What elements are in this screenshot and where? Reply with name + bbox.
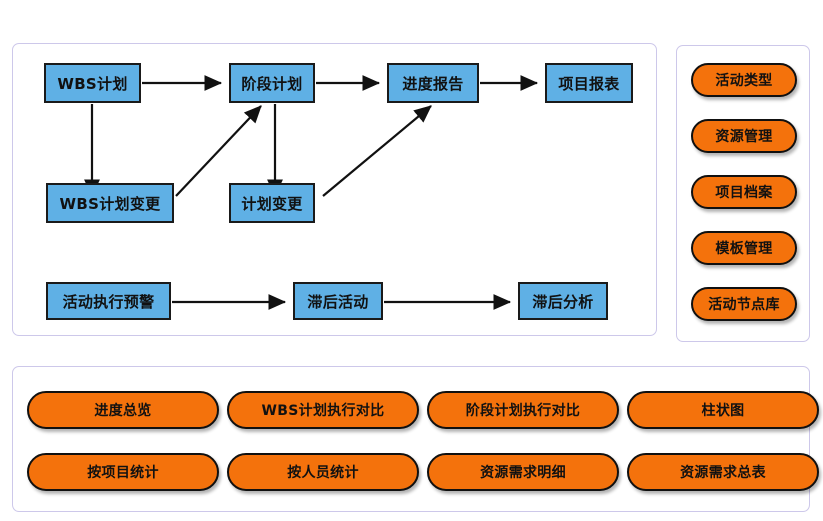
report-button-progress-overview[interactable]: 进度总览 — [27, 391, 219, 429]
flow-node-activity-warning[interactable]: 活动执行预警 — [46, 282, 171, 320]
report-button-resource-demand-summary[interactable]: 资源需求总表 — [627, 453, 819, 491]
flow-node-phase-plan[interactable]: 阶段计划 — [229, 63, 315, 103]
flow-diagram-panel: WBS计划 阶段计划 进度报告 项目报表 WBS计划变更 计划变更 活动执行预警… — [12, 43, 657, 336]
report-button-bar-chart[interactable]: 柱状图 — [627, 391, 819, 429]
flow-node-wbs-plan-change[interactable]: WBS计划变更 — [46, 183, 174, 223]
report-button-statistics-by-personnel[interactable]: 按人员统计 — [227, 453, 419, 491]
side-menu-panel: 活动类型 资源管理 项目档案 模板管理 活动节点库 — [676, 45, 810, 342]
edge-plan-change-to-progress-report — [322, 105, 432, 197]
report-button-resource-demand-details[interactable]: 资源需求明细 — [427, 453, 619, 491]
flow-node-wbs-plan[interactable]: WBS计划 — [44, 63, 141, 103]
report-button-statistics-by-project[interactable]: 按项目统计 — [27, 453, 219, 491]
side-button-template-management[interactable]: 模板管理 — [691, 231, 797, 265]
flow-node-lagging-analysis[interactable]: 滞后分析 — [518, 282, 608, 320]
flow-node-plan-change[interactable]: 计划变更 — [229, 183, 315, 223]
report-buttons-panel: 进度总览 WBS计划执行对比 阶段计划执行对比 柱状图 按项目统计 按人员统计 … — [12, 366, 819, 512]
side-button-project-archive[interactable]: 项目档案 — [691, 175, 797, 209]
side-button-resource-management[interactable]: 资源管理 — [691, 119, 797, 153]
flow-node-lagging-activity[interactable]: 滞后活动 — [293, 282, 383, 320]
report-button-wbs-plan-execution-comparison[interactable]: WBS计划执行对比 — [227, 391, 419, 429]
flow-node-project-report[interactable]: 项目报表 — [545, 63, 633, 103]
side-button-activity-node-library[interactable]: 活动节点库 — [691, 287, 797, 321]
side-button-activity-type[interactable]: 活动类型 — [691, 63, 797, 97]
report-button-phase-plan-execution-comparison[interactable]: 阶段计划执行对比 — [427, 391, 619, 429]
flow-node-progress-report[interactable]: 进度报告 — [387, 63, 479, 103]
